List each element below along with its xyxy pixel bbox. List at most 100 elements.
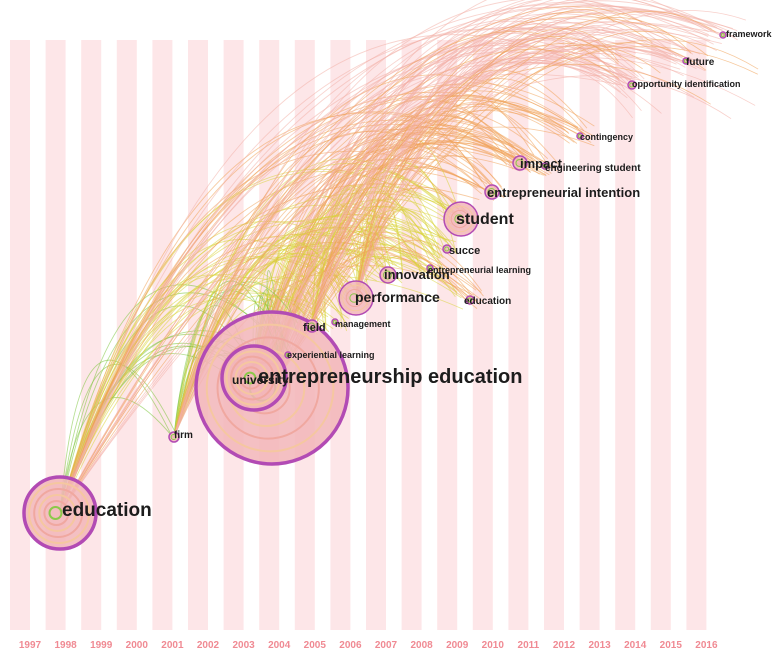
keyword-label-education: education — [62, 500, 152, 521]
link-curve — [253, 28, 622, 379]
year-label: 2012 — [553, 640, 576, 651]
link-curve — [59, 27, 677, 514]
keyword-label-contingency: contingency — [580, 132, 633, 142]
year-label: 1997 — [19, 640, 42, 651]
year-label: 2004 — [268, 640, 291, 651]
link-curve — [253, 46, 758, 379]
keyword-label-impact: impact — [520, 156, 563, 171]
co-occurrence-links — [59, 0, 759, 514]
keyword-node-framework[interactable] — [719, 31, 727, 39]
keyword-node-field[interactable] — [305, 319, 319, 333]
link-curve — [173, 48, 679, 438]
keyword-labels: education firm entrepreneurship educationu… — [62, 29, 773, 521]
link-curve — [253, 17, 692, 379]
keyword-label-university: university — [232, 373, 289, 387]
keyword-label-performance: performance — [355, 289, 440, 305]
link-curve — [173, 74, 579, 438]
link-curve — [253, 51, 629, 379]
link-curve — [59, 91, 585, 514]
year-label: 2014 — [624, 640, 647, 651]
keyword-node-contingency[interactable] — [576, 132, 584, 140]
link-curve — [271, 31, 709, 389]
link-curve — [59, 284, 284, 514]
link-curve — [173, 26, 697, 438]
keyword-node-entrepreneurial-intention[interactable] — [484, 184, 500, 200]
link-curve — [59, 63, 711, 514]
link-curve — [59, 146, 544, 514]
link-curve — [271, 39, 759, 389]
link-curve — [271, 10, 716, 389]
year-label: 2005 — [304, 640, 327, 651]
link-curve — [271, 28, 717, 389]
keyword-label-entrepreneurship-education: entrepreneurship education — [258, 366, 523, 388]
keyword-node-student[interactable] — [443, 201, 479, 237]
link-curve — [253, 82, 595, 379]
link-curve — [59, 16, 667, 514]
link-curve — [271, 8, 615, 389]
link-curve — [59, 46, 706, 514]
keyword-label-experiential-learning: experiential learning — [287, 350, 375, 360]
keyword-label-succe: succe — [449, 245, 480, 257]
year-label: 1999 — [90, 640, 113, 651]
link-curve — [253, 10, 746, 379]
year-label: 2008 — [410, 640, 433, 651]
keyword-label-opportunity-identification: opportunity identification — [632, 79, 741, 89]
keyword-node-university[interactable] — [220, 344, 288, 412]
keyword-node-succe[interactable] — [442, 244, 452, 254]
year-stripe — [544, 40, 564, 630]
keyword-node-performance[interactable] — [338, 280, 374, 316]
year-label: 2001 — [161, 640, 184, 651]
year-label: 2011 — [518, 640, 540, 651]
keyword-label-firm: firm — [174, 430, 193, 441]
keyword-node-impact[interactable] — [512, 155, 528, 171]
link-curve — [173, 18, 686, 438]
keyword-label-entrepreneurial-learning: entrepreneurial learning — [428, 265, 531, 275]
keyword-label-field: field — [303, 322, 326, 334]
link-curve — [59, 359, 173, 514]
link-curve — [59, 58, 615, 514]
link-curve — [311, 108, 595, 327]
year-stripe — [10, 40, 30, 630]
keyword-nodes — [22, 31, 727, 551]
keyword-node-future[interactable] — [682, 57, 690, 65]
keyword-node-firm[interactable] — [168, 431, 180, 443]
link-curve — [253, 5, 648, 379]
year-label: 2007 — [375, 640, 398, 651]
keyword-label-innovation: innovation — [384, 267, 450, 282]
year-stripe — [437, 40, 458, 630]
year-stripe — [508, 40, 529, 630]
year-stripe — [116, 40, 137, 630]
year-stripe — [650, 40, 671, 630]
link-curve — [311, 164, 471, 327]
keyword-node-innovation[interactable] — [379, 266, 397, 284]
year-label: 2013 — [588, 640, 611, 651]
year-label: 1998 — [54, 640, 77, 651]
link-curve — [253, 52, 642, 379]
year-stripe — [615, 40, 636, 630]
year-label: 2009 — [446, 640, 469, 651]
link-curve — [59, 3, 723, 514]
keyword-node-engineering-student[interactable] — [541, 162, 549, 170]
year-label: 2016 — [695, 640, 718, 651]
keyword-label-future: future — [686, 57, 715, 68]
link-curve — [271, 39, 625, 389]
year-stripe — [152, 40, 173, 630]
keyword-label-framework: framework — [726, 29, 773, 39]
keyword-node-education[interactable] — [22, 475, 98, 551]
keyword-node-opportunity-identification[interactable] — [627, 80, 637, 90]
link-curve — [59, 129, 547, 514]
keyword-node-education-2[interactable] — [465, 295, 475, 305]
year-stripe — [81, 40, 102, 630]
keyword-node-entrepreneurial-learning[interactable] — [426, 264, 434, 272]
link-curve — [271, 34, 610, 389]
keyword-node-experiential-learning[interactable] — [284, 351, 292, 359]
year-label: 2003 — [232, 640, 255, 651]
link-curve — [271, 32, 622, 389]
keyword-label-education-2: education — [464, 296, 511, 307]
year-label: 2015 — [660, 640, 683, 651]
year-label: 2000 — [126, 640, 149, 651]
link-curve — [311, 185, 391, 327]
keyword-node-management[interactable] — [331, 318, 339, 326]
keyword-label-engineering-student: engineering student — [545, 163, 641, 174]
